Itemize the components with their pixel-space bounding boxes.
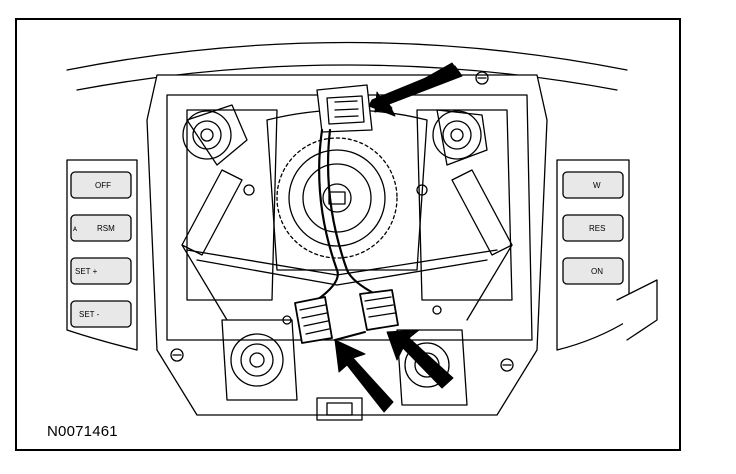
left-button-1	[70, 171, 132, 199]
right-button-1-label: W	[593, 181, 601, 190]
right-button-1	[562, 171, 624, 199]
right-button-2	[562, 214, 624, 242]
wiring-harness	[315, 128, 379, 302]
lower-middle-arrow	[334, 339, 394, 413]
lower-left-mount	[221, 319, 298, 401]
connector-link	[334, 331, 366, 341]
upper-left-mount	[182, 104, 248, 166]
bottom-latch	[316, 397, 363, 421]
screw-icon	[170, 71, 514, 372]
left-button-4-label: SET -	[79, 310, 100, 319]
lower-right-arrow	[386, 329, 454, 389]
right-button-3	[562, 257, 624, 285]
top-connector-icon	[316, 84, 373, 133]
diagram-frame: OFF RSM ᴀ SET + SET - W RES ON	[15, 18, 681, 451]
figure-id-label: N0071461	[47, 423, 118, 440]
arrow-icon	[334, 62, 463, 413]
left-button-3	[70, 257, 132, 285]
upper-right-mount	[432, 109, 488, 166]
right-button-2-label: RES	[589, 224, 605, 233]
wheel-rim-inner	[76, 64, 618, 91]
left-button-4	[70, 300, 132, 328]
wheel-rim-outer	[66, 41, 628, 71]
left-button-2	[70, 214, 132, 242]
lower-left-connector-icon	[294, 296, 333, 344]
left-button-2-extra-label: ᴀ	[73, 224, 77, 233]
left-button-pad: OFF RSM ᴀ SET + SET -	[66, 159, 138, 351]
left-button-2-label: RSM	[97, 224, 115, 233]
right-button-3-label: ON	[591, 267, 603, 276]
right-button-pad: W RES ON	[556, 159, 658, 351]
steering-wheel-hub-illustration: OFF RSM ᴀ SET + SET - W RES ON	[66, 41, 658, 421]
left-button-1-label: OFF	[95, 181, 111, 190]
left-button-3-label: SET +	[75, 267, 98, 276]
lower-right-connector-icon	[359, 289, 399, 331]
